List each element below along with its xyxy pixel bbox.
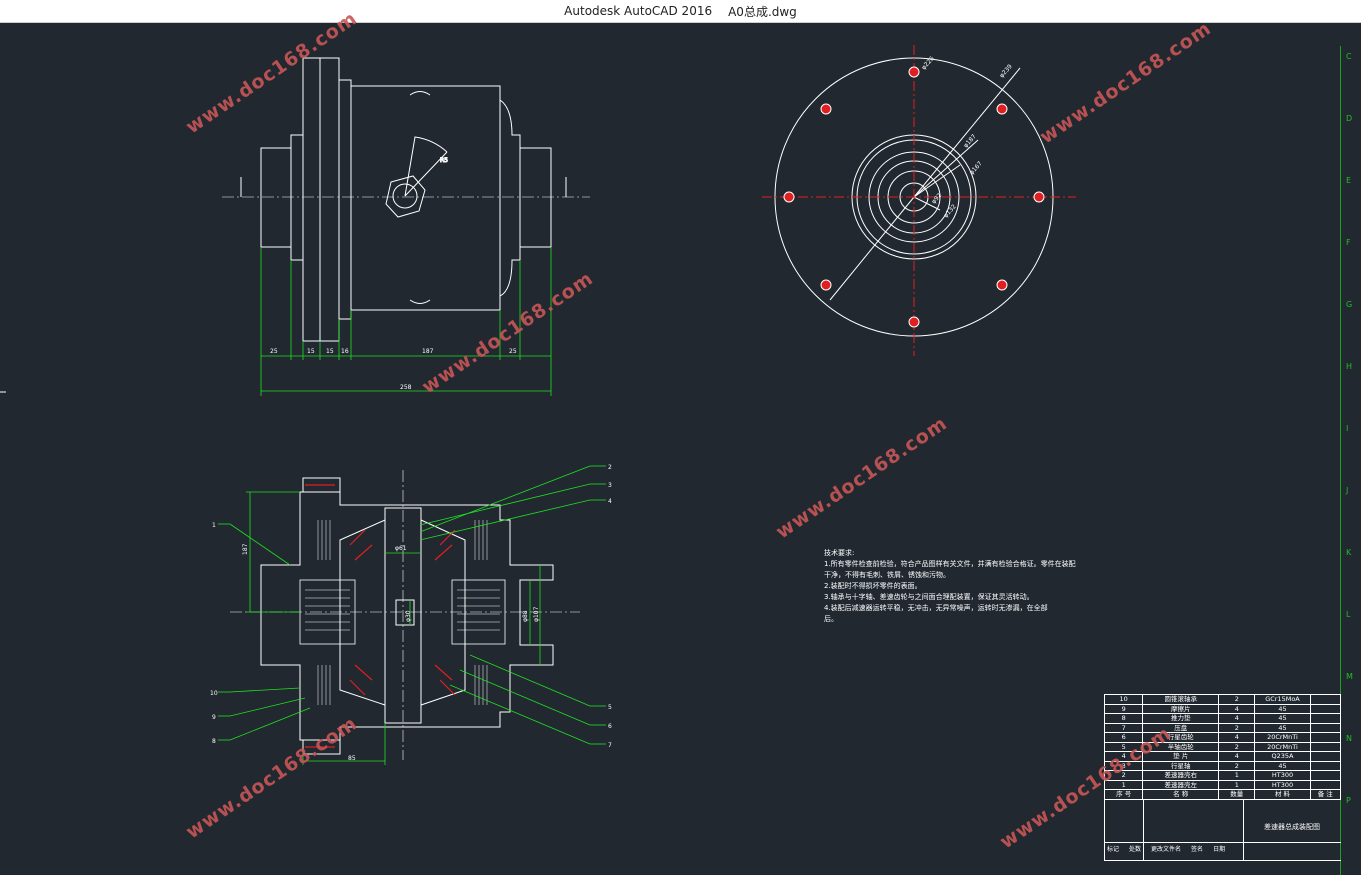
title-block: 差速器总成装配图 标记 处数 更改文件名 签名 日期 (1105, 799, 1341, 861)
ruler-label: N (1346, 734, 1352, 743)
svg-text:φ132: φ132 (942, 203, 958, 219)
footer-cell: 签名 (1191, 845, 1204, 853)
top-centerlines (762, 45, 1076, 356)
ruler-label: J (1346, 486, 1349, 495)
ruler-label: K (1346, 548, 1352, 557)
sheet-border-ruler: C D E F G H I J K L M N P (1340, 46, 1361, 875)
ruler-label: I (1346, 424, 1349, 433)
title-bar: Autodesk AutoCAD 2016 A0总成.dwg (0, 0, 1361, 23)
svg-text:258: 258 (400, 384, 412, 391)
notes-line: 干净，不得有毛刺、铁屑、锈蚀和污物。 (824, 571, 950, 579)
notes-line: 3.轴承与十字轴、差速齿轮与之间面合理配装置，保证其灵活转动。 (824, 593, 1034, 601)
cad-drawing: R5 25 15 15 16 187 25 258 (0, 45, 1076, 765)
drawing-canvas[interactable]: R5 25 15 15 16 187 25 258 (0, 23, 1361, 875)
svg-text:10: 10 (210, 690, 218, 697)
svg-text:16: 16 (341, 348, 349, 355)
section-dim-labels: 187 φ61 φ30 φ88 φ107 85 (242, 543, 540, 762)
ruler-label: P (1346, 796, 1351, 805)
svg-text:15: 15 (307, 348, 315, 355)
callout-leaders (218, 465, 606, 745)
svg-text:85: 85 (348, 755, 356, 762)
svg-text:φ88: φ88 (522, 610, 529, 622)
ruler-label: L (1346, 610, 1351, 619)
ruler-label: D (1346, 114, 1353, 123)
svg-text:3: 3 (608, 482, 612, 489)
notes-line: 1.所有零件检查前检验，符合产品图样有关文件，并满有检验合格证。零件在装配 (824, 560, 1076, 568)
ruler-label: C (1346, 52, 1352, 61)
svg-text:25: 25 (270, 348, 278, 355)
front-view: R5 (222, 57, 590, 342)
footer-cell: 处数 (1129, 845, 1142, 853)
ruler-label: M (1346, 672, 1353, 681)
ruler-label: H (1346, 362, 1353, 371)
notes-title: 技术要求: (824, 549, 855, 557)
notes-line: 后。 (824, 615, 838, 623)
section-dimensions (246, 491, 541, 765)
svg-text:187: 187 (242, 543, 249, 555)
svg-text:φ30: φ30 (405, 610, 412, 622)
file-name: A0总成.dwg (728, 4, 797, 19)
svg-text:187: 187 (422, 348, 434, 355)
notes-line: 4.装配后减速器运转平稳，无冲击，无异常噪声，运转时无渗漏，在全部 (824, 604, 1048, 612)
ruler-label: E (1346, 176, 1352, 185)
ruler-label: G (1346, 300, 1353, 309)
top-dim-labels: φ239 φ226 φ187 φ167 φ132 φ92 (920, 55, 1014, 219)
footer-cell: 标记 (1107, 845, 1120, 853)
svg-text:7: 7 (608, 742, 612, 749)
section-red-marks (305, 484, 456, 748)
svg-text:15: 15 (326, 348, 334, 355)
svg-text:φ107: φ107 (533, 606, 540, 622)
svg-text:φ61: φ61 (395, 545, 407, 552)
bom-header: 序 号名 称数量材 料备 注 (1105, 790, 1341, 800)
svg-text:2: 2 (608, 464, 612, 471)
footer-cell: 日期 (1213, 845, 1226, 853)
svg-text:φ226: φ226 (920, 55, 936, 71)
svg-text:9: 9 (212, 714, 216, 721)
front-dimensions (260, 247, 552, 396)
drawing-title: 差速器总成装配图 (1264, 822, 1320, 831)
svg-text:1: 1 (212, 522, 216, 529)
svg-text:25: 25 (509, 348, 517, 355)
technical-requirements: 技术要求: 1.所有零件检查前检验，符合产品图样有关文件，并满有检验合格证。零件… (824, 548, 1076, 625)
ruler-label: F (1346, 238, 1351, 247)
notes-line: 2.装配时不得损坏零件的表面。 (824, 582, 922, 590)
callout-labels: 2 3 4 5 6 7 1 10 9 8 (210, 464, 612, 749)
front-dim-labels: 25 15 15 16 187 25 258 (270, 348, 517, 391)
svg-text:8: 8 (212, 738, 216, 745)
footer-cell: 更改文件名 (1151, 845, 1182, 853)
svg-text:φ239: φ239 (998, 63, 1014, 79)
svg-text:4: 4 (608, 498, 612, 505)
svg-text:φ167: φ167 (968, 160, 984, 176)
app-title: Autodesk AutoCAD 2016 (564, 4, 713, 18)
svg-text:5: 5 (608, 704, 612, 711)
svg-text:6: 6 (608, 723, 612, 730)
top-holes (783, 66, 1045, 328)
section-view (230, 470, 580, 760)
front-radius-dim: R5 (440, 157, 448, 164)
svg-text:φ92: φ92 (930, 192, 943, 205)
